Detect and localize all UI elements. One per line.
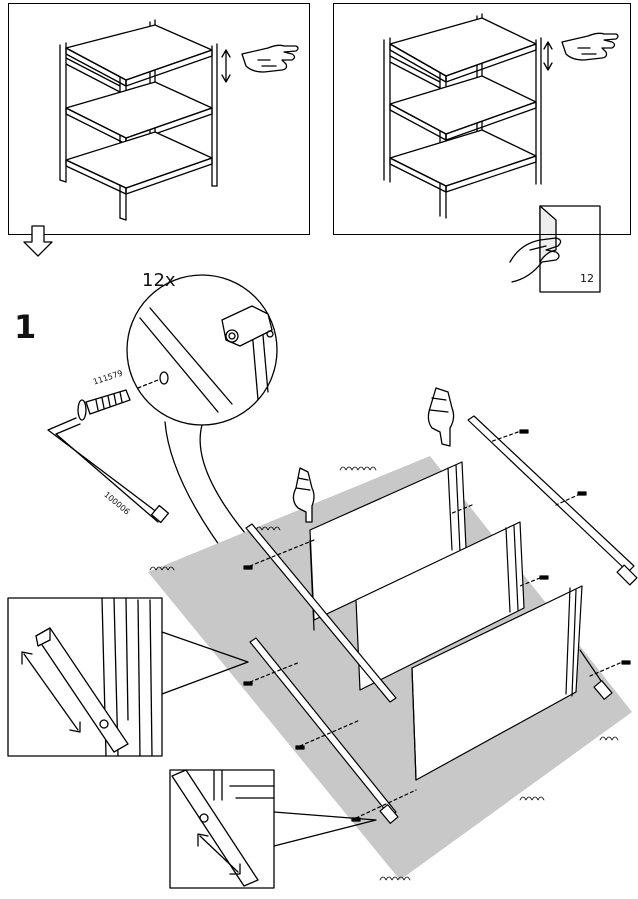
- top-right-panel: [333, 3, 631, 235]
- step-number: 1: [14, 308, 37, 346]
- pointing-hand-icon: [241, 44, 299, 73]
- page-reference: 12: [580, 272, 594, 285]
- top-left-panel: [8, 3, 310, 235]
- detail-inset-bottom: [169, 769, 377, 889]
- assembly: [243, 415, 638, 824]
- screw: [77, 379, 159, 421]
- shelf-unit-left: [59, 19, 231, 221]
- shelf-unit-right: [383, 13, 553, 219]
- allen-key: [47, 417, 170, 524]
- pointing-hand-icon: [427, 387, 455, 447]
- detail-callout: [126, 274, 278, 561]
- quantity-label: 12x: [142, 270, 176, 291]
- down-arrow-icon: [23, 225, 53, 257]
- detail-inset-left: [7, 597, 249, 757]
- pointing-hand-icon: [292, 467, 315, 523]
- pointing-hand-icon: [561, 32, 619, 61]
- page-turn-icon: [509, 205, 601, 293]
